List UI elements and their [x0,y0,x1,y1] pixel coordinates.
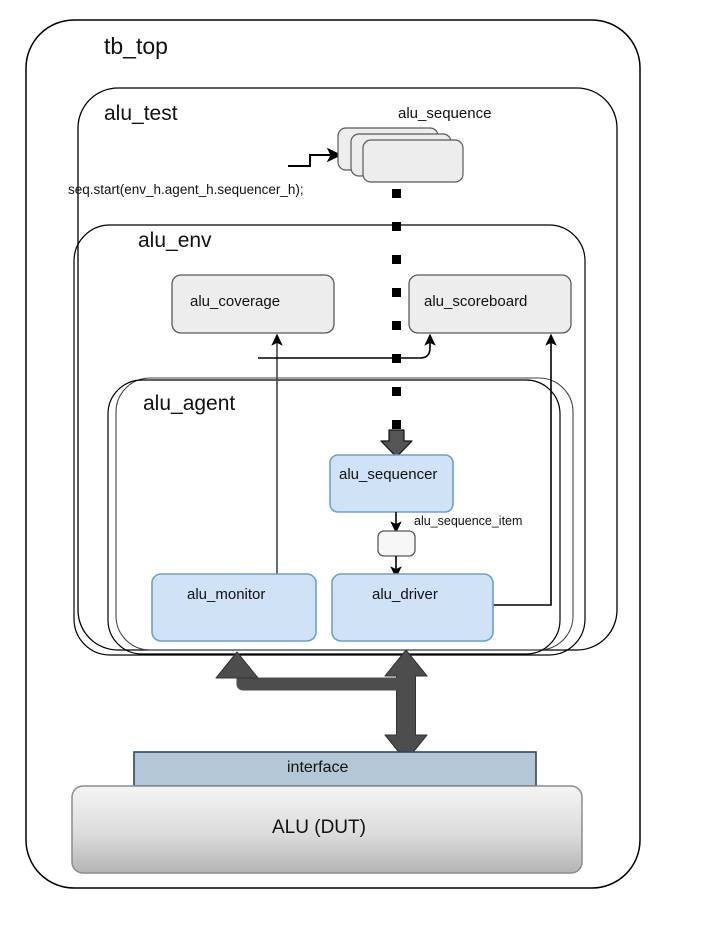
alu-scoreboard-label: alu_scoreboard [424,293,528,310]
alu-sequence-item-label: alu_sequence_item [414,514,523,528]
container-alu-agent-border-outer [115,377,574,651]
alu-sequence-label: alu_sequence [398,105,492,122]
block-arrow-head-to-monitor [215,651,259,679]
alu-monitor-box[interactable] [151,573,317,642]
arrow-monitor-to-scoreboard [258,333,436,359]
alu-driver-box[interactable] [331,573,494,642]
code-annotation: seq.start(env_h.agent_h.sequencer_h); [68,182,304,197]
container-tb-top-border [25,19,641,889]
block-arrow-into-sequencer [380,429,413,458]
container-alu-agent-border-inner [107,379,561,655]
dut-label: ALU (DUT) [272,817,366,838]
arrow-driver-to-scoreboard [493,333,557,606]
alu-driver-label: alu_driver [372,586,438,603]
dut-box[interactable] [71,785,583,874]
container-label-alu-env: alu_env [138,229,212,252]
block-arrow-driver-interface-bus [384,649,428,762]
container-alu-env-border [73,224,586,656]
alu-sequence-item-box[interactable] [377,530,416,557]
dotted-connector-sequence-to-sequencer [392,189,401,429]
alu-sequencer-box[interactable] [329,454,454,513]
container-alu-test-border [77,87,618,651]
alu-coverage-box[interactable] [171,274,335,334]
alu-monitor-label: alu_monitor [187,586,266,603]
alu-sequencer-label: alu_sequencer [339,466,438,483]
alu-sequence-card-front[interactable] [362,139,464,183]
alu-scoreboard-box[interactable] [408,274,572,334]
page-title: tb_top [104,33,168,59]
bus-branch-to-monitor [236,666,400,691]
container-label-alu-test: alu_test [104,102,178,125]
alu-coverage-label: alu_coverage [190,293,281,310]
arrow-seqstart-to-sequence [288,147,343,167]
interface-label: interface [287,759,349,776]
container-label-alu-agent: alu_agent [143,392,236,415]
